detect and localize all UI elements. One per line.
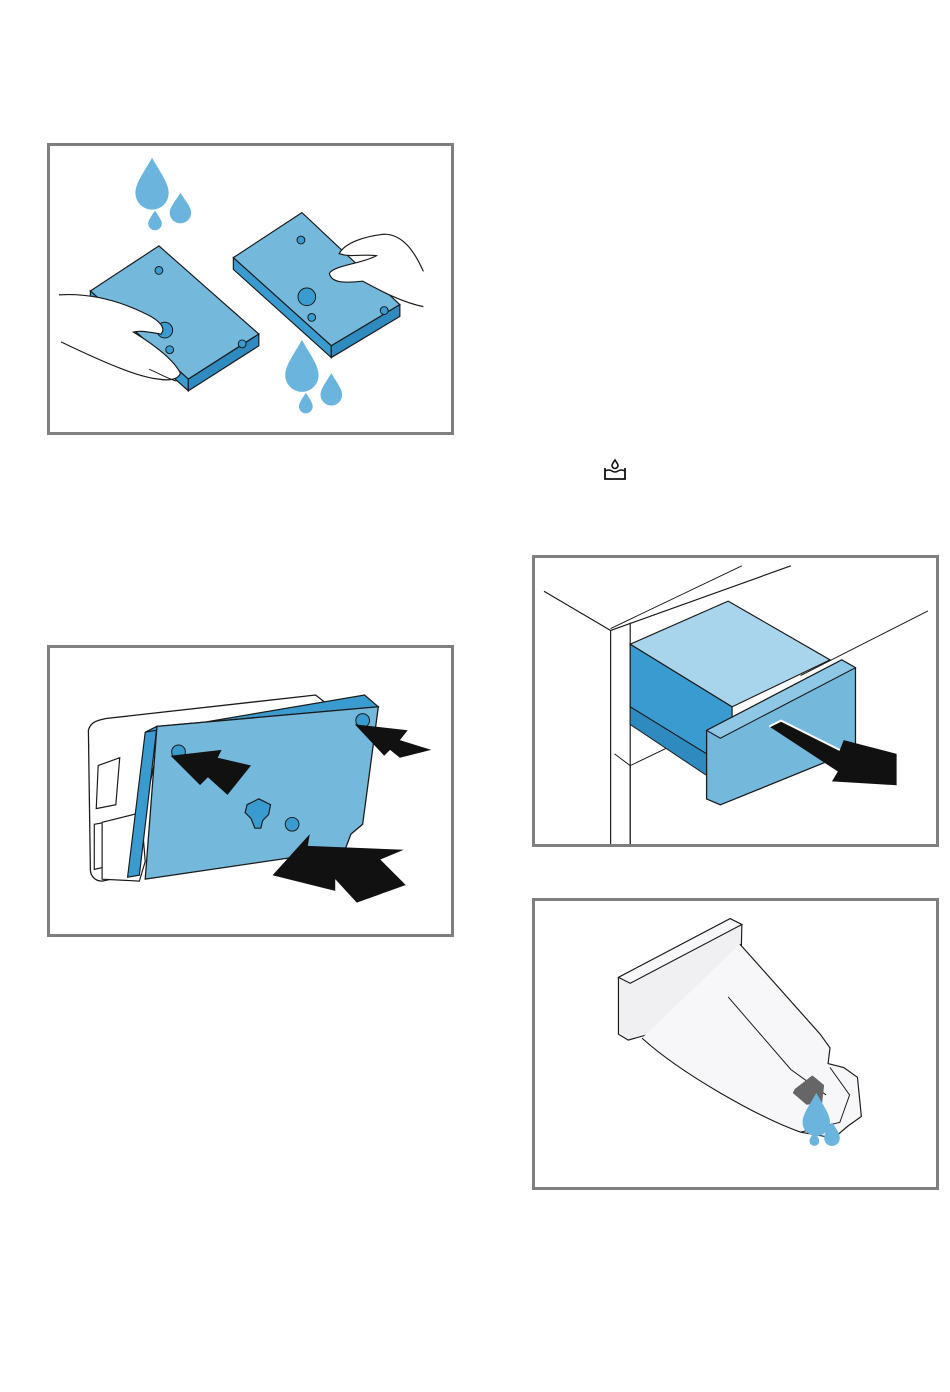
figure-drain-drawer xyxy=(532,898,939,1190)
figure-insert-filter xyxy=(47,645,454,937)
drain-drawer-illustration xyxy=(535,901,936,1187)
figure-rinse-filters xyxy=(47,143,454,435)
pull-drawer-illustration xyxy=(535,558,936,844)
figure-pull-drawer xyxy=(532,555,939,847)
rinse-filters-illustration xyxy=(50,146,451,432)
water-tank-icon xyxy=(602,457,628,483)
insert-filter-illustration xyxy=(50,648,451,934)
